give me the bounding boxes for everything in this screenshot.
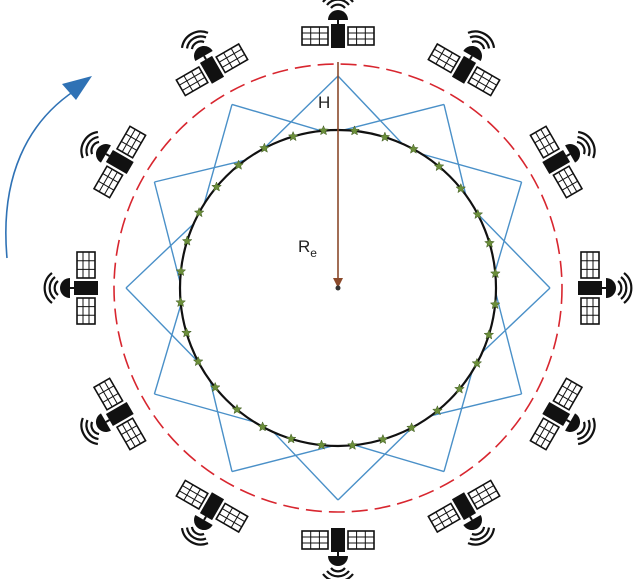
satellite-icon: [300, 0, 376, 50]
ground-station-star: [181, 327, 192, 338]
ground-station-star: [433, 160, 445, 172]
satellite-icon: [159, 476, 251, 562]
link-line: [443, 371, 473, 472]
link-line: [153, 181, 181, 283]
ground-station-star: [211, 181, 222, 192]
ground-station-star: [472, 208, 484, 220]
ground-station-star: [454, 383, 465, 394]
orbit-path: [113, 63, 563, 513]
ground-station-star: [181, 235, 193, 246]
ground-station-star: [432, 405, 443, 416]
earth-center-dot: [335, 285, 341, 291]
link-lines: [125, 75, 551, 501]
altitude-label: H: [318, 93, 330, 112]
link-line: [125, 223, 195, 289]
ground-station-star: [209, 381, 221, 393]
satellite-icon: [43, 250, 100, 326]
ground-station-star: [471, 357, 483, 368]
ground-station-star: [489, 298, 501, 310]
link-line: [337, 426, 413, 501]
link-line: [125, 287, 200, 363]
earth-radius-subscript: e: [310, 246, 317, 260]
ground-station-star: [257, 421, 269, 432]
satellite-icon: [576, 250, 633, 326]
ground-station-star: [259, 142, 270, 153]
satellite-icon: [526, 375, 612, 467]
link-line: [343, 103, 445, 131]
rotation-arrowhead: [62, 76, 92, 100]
link-line: [481, 287, 551, 353]
link-line: [421, 153, 522, 183]
ground-station-star: [455, 182, 467, 194]
ground-station-star: [379, 131, 391, 142]
satellite-icon: [425, 476, 517, 562]
ground-station-star: [233, 159, 244, 170]
link-line: [443, 104, 467, 196]
ground-station-star: [287, 130, 299, 142]
satellite-icon: [64, 375, 150, 467]
link-line: [476, 213, 551, 289]
ground-station-star: [489, 267, 501, 279]
earth-radius-label: Re: [298, 237, 317, 260]
ground-station-star: [347, 439, 358, 450]
ground-station-star: [484, 237, 495, 248]
link-line: [153, 304, 182, 395]
satellite-icon: [159, 14, 251, 100]
satellite-icon: [64, 109, 150, 201]
ground-station-star: [316, 439, 327, 450]
link-line: [354, 444, 445, 473]
ground-station-star: [192, 355, 204, 367]
link-line: [231, 445, 333, 473]
link-line: [495, 293, 523, 395]
ground-station-star: [193, 206, 205, 218]
ground-station-star: [483, 329, 495, 340]
ground-station-star: [407, 143, 419, 154]
link-line: [209, 380, 233, 472]
link-line: [430, 393, 522, 417]
link-line: [154, 393, 255, 423]
earth-radius-symbol: R: [298, 237, 310, 256]
satellite-icon: [425, 14, 517, 100]
link-line: [263, 75, 339, 150]
ground-station-star: [231, 403, 243, 415]
ground-station-star: [406, 422, 417, 433]
link-line: [494, 181, 523, 272]
ground-station-star: [175, 265, 187, 277]
ground-station-star: [318, 125, 329, 136]
satellite-icon: [300, 526, 376, 579]
link-line: [203, 104, 233, 205]
rotation-direction-arrow: [5, 85, 83, 259]
ground-station-star: [377, 433, 389, 445]
ground-station-star: [349, 125, 360, 136]
link-line: [154, 159, 246, 183]
link-line: [231, 103, 322, 132]
satellite-icon: [526, 109, 612, 201]
link-line: [337, 75, 403, 145]
ground-stations: [175, 125, 501, 450]
ground-station-star: [175, 296, 187, 308]
ground-station-star: [285, 433, 297, 444]
link-line: [273, 431, 339, 501]
